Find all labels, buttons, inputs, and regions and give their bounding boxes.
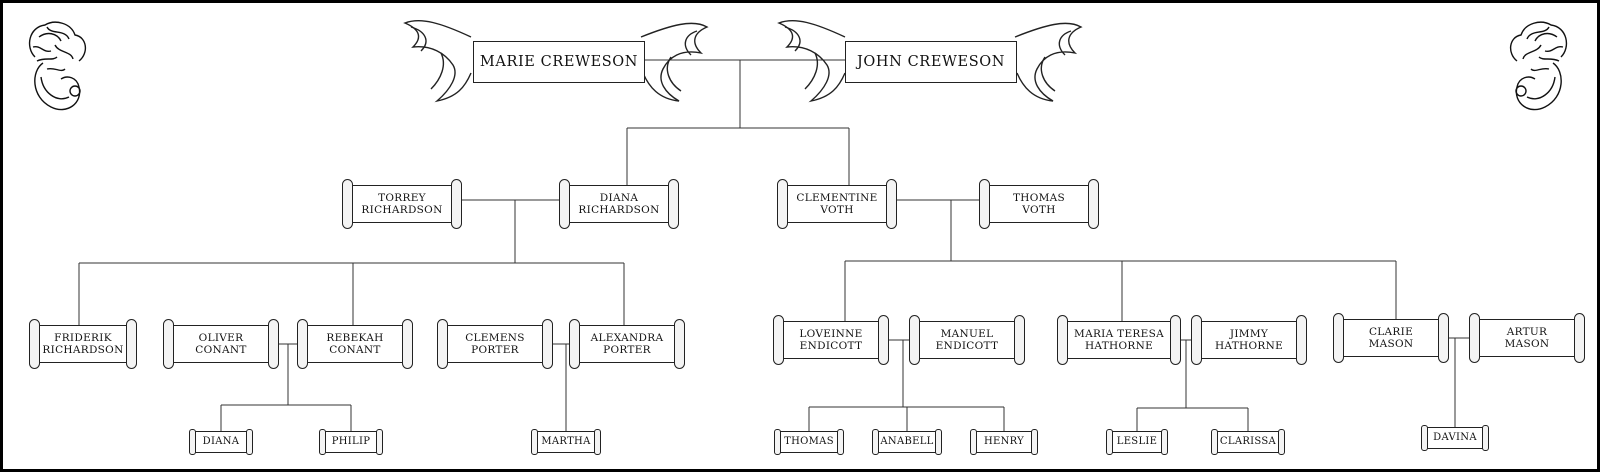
person-anabell-endicott: ANABELL: [872, 429, 942, 455]
person-oliver-conant: OLIVER CONANT: [163, 319, 279, 369]
person-thomas-voth: THOMAS VOTH: [979, 179, 1099, 229]
person-manuel-endicott: MANUEL ENDICOTT: [909, 315, 1025, 365]
person-davina-mason: DAVINA: [1421, 425, 1489, 451]
ribbon-flourish-icon: [403, 20, 709, 103]
ribbon-flourish-icon: [777, 20, 1083, 103]
person-maria-teresa-hathorne: MARIA TERESA HATHORNE: [1057, 315, 1181, 365]
person-clemens-porter: CLEMENS PORTER: [437, 319, 553, 369]
person-clarie-mason: CLARIE MASON: [1333, 313, 1449, 363]
person-leslie-hathorne: LESLIE: [1106, 429, 1168, 455]
person-thomas-endicott: THOMAS: [774, 429, 844, 455]
heraldic-crest-icon: [1510, 21, 1568, 111]
person-philip-conant: PHILIP: [319, 429, 383, 455]
person-rebekah-conant: REBEKAH CONANT: [297, 319, 413, 369]
person-friderik-richardson: FRIDERIK RICHARDSON: [29, 319, 137, 369]
person-henry-endicott: HENRY: [970, 429, 1038, 455]
person-clarissa-hathorne: CLARISSA: [1211, 429, 1285, 455]
person-loveinne-endicott: LOVEINNE ENDICOTT: [773, 315, 889, 365]
person-jimmy-hathorne: JIMMY HATHORNE: [1191, 315, 1307, 365]
person-marie-creweson: MARIE CREWESON: [473, 41, 645, 83]
person-torrey-richardson: TORREY RICHARDSON: [342, 179, 462, 229]
person-artur-mason: ARTUR MASON: [1469, 313, 1585, 363]
person-diana-conant: DIANA: [189, 429, 253, 455]
person-clementine-voth: CLEMENTINE VOTH: [777, 179, 897, 229]
heraldic-crest-icon: [28, 21, 86, 111]
person-alexandra-porter: ALEXANDRA PORTER: [569, 319, 685, 369]
person-diana-richardson: DIANA RICHARDSON: [559, 179, 679, 229]
person-martha-porter: MARTHA: [531, 429, 601, 455]
person-john-creweson: JOHN CREWESON: [845, 41, 1017, 83]
